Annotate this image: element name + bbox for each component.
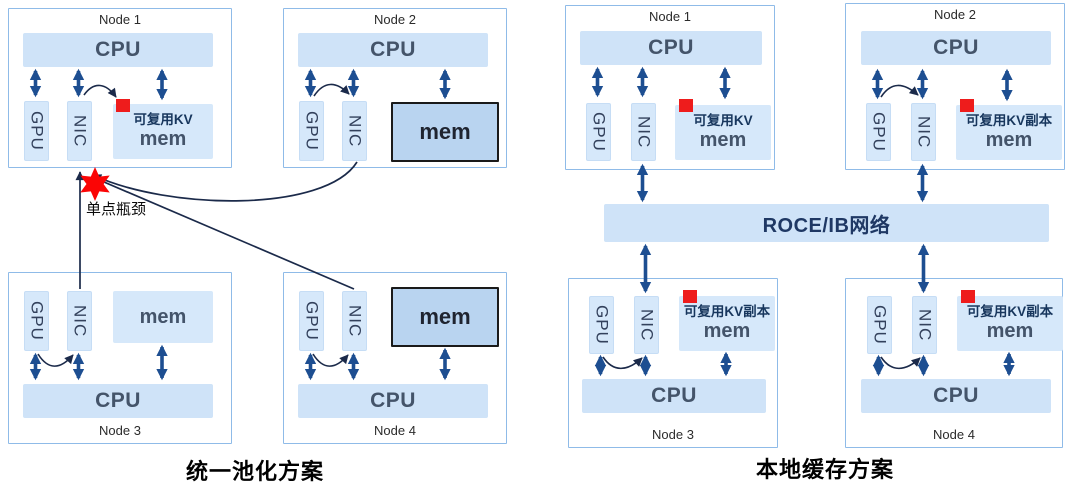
gpu-label: GPU [302, 301, 322, 341]
nic-box: NIC [631, 103, 656, 161]
kv-block-icon [960, 99, 974, 112]
node-title: Node 1 [99, 12, 141, 27]
cpu-box: CPU [861, 31, 1051, 65]
mem-box: mem [391, 287, 499, 347]
remote-access-arrows [75, 161, 358, 290]
gpu-label: GPU [869, 112, 889, 152]
kv-block-icon [116, 99, 130, 112]
gpu-label: GPU [589, 112, 609, 152]
nic-box: NIC [67, 101, 92, 161]
nic-box: NIC [911, 103, 936, 161]
pooling-node-2: Node 2 CPU GPU NIC mem [283, 8, 507, 168]
nic-label: NIC [345, 114, 365, 148]
gpu-label: GPU [302, 111, 322, 151]
node-title: Node 2 [374, 12, 416, 27]
kv-label: 可复用KV副本 [683, 304, 771, 320]
gpu-box: GPU [299, 291, 324, 351]
mem-box: 可复用KV副本 mem [956, 105, 1062, 160]
nic-box: NIC [912, 296, 937, 354]
mem-label: mem [703, 319, 751, 342]
gpu-box: GPU [866, 103, 891, 161]
cache-scheme-title: 本地缓存方案 [755, 457, 894, 482]
bottleneck-label: 单点瓶颈 [86, 201, 147, 218]
node-title: Node 3 [652, 427, 694, 442]
gpu-box: GPU [24, 291, 49, 351]
nic-label: NIC [914, 115, 934, 149]
kv-label: 可复用KV [693, 113, 753, 129]
node-title: Node 2 [934, 7, 976, 22]
nic-box: NIC [634, 296, 659, 354]
mem-label: mem [699, 128, 747, 151]
kv-block-icon [961, 290, 975, 303]
cache-node-4: Node 4 GPU NIC 可复用KV副本 mem CPU [845, 278, 1063, 448]
kv-block-icon [683, 290, 697, 303]
pooling-node-4: Node 4 GPU NIC mem CPU [283, 272, 507, 444]
cache-node-3: Node 3 GPU NIC 可复用KV副本 mem CPU [568, 278, 778, 448]
cache-node-2: Node 2 CPU GPU NIC 可复用KV副本 mem [845, 3, 1065, 170]
bottleneck-star-icon [80, 167, 110, 201]
cpu-box: CPU [23, 384, 213, 418]
pooling-scheme-title: 统一池化方案 [185, 459, 324, 484]
cpu-box: CPU [298, 33, 488, 67]
cache-node-1: Node 1 CPU GPU NIC 可复用KV mem [565, 5, 775, 170]
node-title: Node 1 [649, 9, 691, 24]
nic-label: NIC [637, 308, 657, 342]
cpu-box: CPU [23, 33, 213, 67]
nic-box: NIC [342, 101, 367, 161]
gpu-label: GPU [27, 111, 47, 151]
gpu-label: GPU [592, 305, 612, 345]
mem-label: mem [986, 319, 1034, 342]
network-bar: ROCE/IB网络 [604, 204, 1049, 242]
pooling-node-1: Node 1 CPU GPU NIC 可复用KV mem [8, 8, 232, 168]
pooling-node-3: Node 3 GPU NIC mem CPU [8, 272, 232, 444]
mem-label: mem [139, 127, 187, 150]
cpu-box: CPU [861, 379, 1051, 413]
nic-box: NIC [67, 291, 92, 351]
mem-box: mem [113, 291, 213, 343]
nic-label: NIC [915, 308, 935, 342]
mem-label: mem [139, 305, 187, 328]
nic-box: NIC [342, 291, 367, 351]
gpu-box: GPU [586, 103, 611, 161]
kv-block-icon [679, 99, 693, 112]
mem-box: 可复用KV副本 mem [957, 296, 1063, 351]
mem-box: 可复用KV副本 mem [679, 296, 775, 351]
gpu-box: GPU [24, 101, 49, 161]
gpu-box: GPU [589, 296, 614, 354]
nic-label: NIC [70, 114, 90, 148]
cpu-box: CPU [580, 31, 762, 65]
node-title: Node 3 [99, 423, 141, 438]
gpu-label: GPU [870, 305, 890, 345]
node-title: Node 4 [374, 423, 416, 438]
mem-box: mem [391, 102, 499, 162]
cpu-box: CPU [582, 379, 766, 413]
mem-box: 可复用KV mem [113, 104, 213, 159]
nic-label: NIC [634, 115, 654, 149]
gpu-box: GPU [299, 101, 324, 161]
gpu-label: GPU [27, 301, 47, 341]
gpu-box: GPU [867, 296, 892, 354]
kv-label: 可复用KV副本 [965, 113, 1053, 129]
nic-label: NIC [345, 304, 365, 338]
nic-label: NIC [70, 304, 90, 338]
kv-label: 可复用KV副本 [966, 304, 1054, 320]
kv-label: 可复用KV [133, 112, 193, 128]
node-title: Node 4 [933, 427, 975, 442]
mem-box: 可复用KV mem [675, 105, 771, 160]
mem-label: mem [985, 128, 1033, 151]
cpu-box: CPU [298, 384, 488, 418]
